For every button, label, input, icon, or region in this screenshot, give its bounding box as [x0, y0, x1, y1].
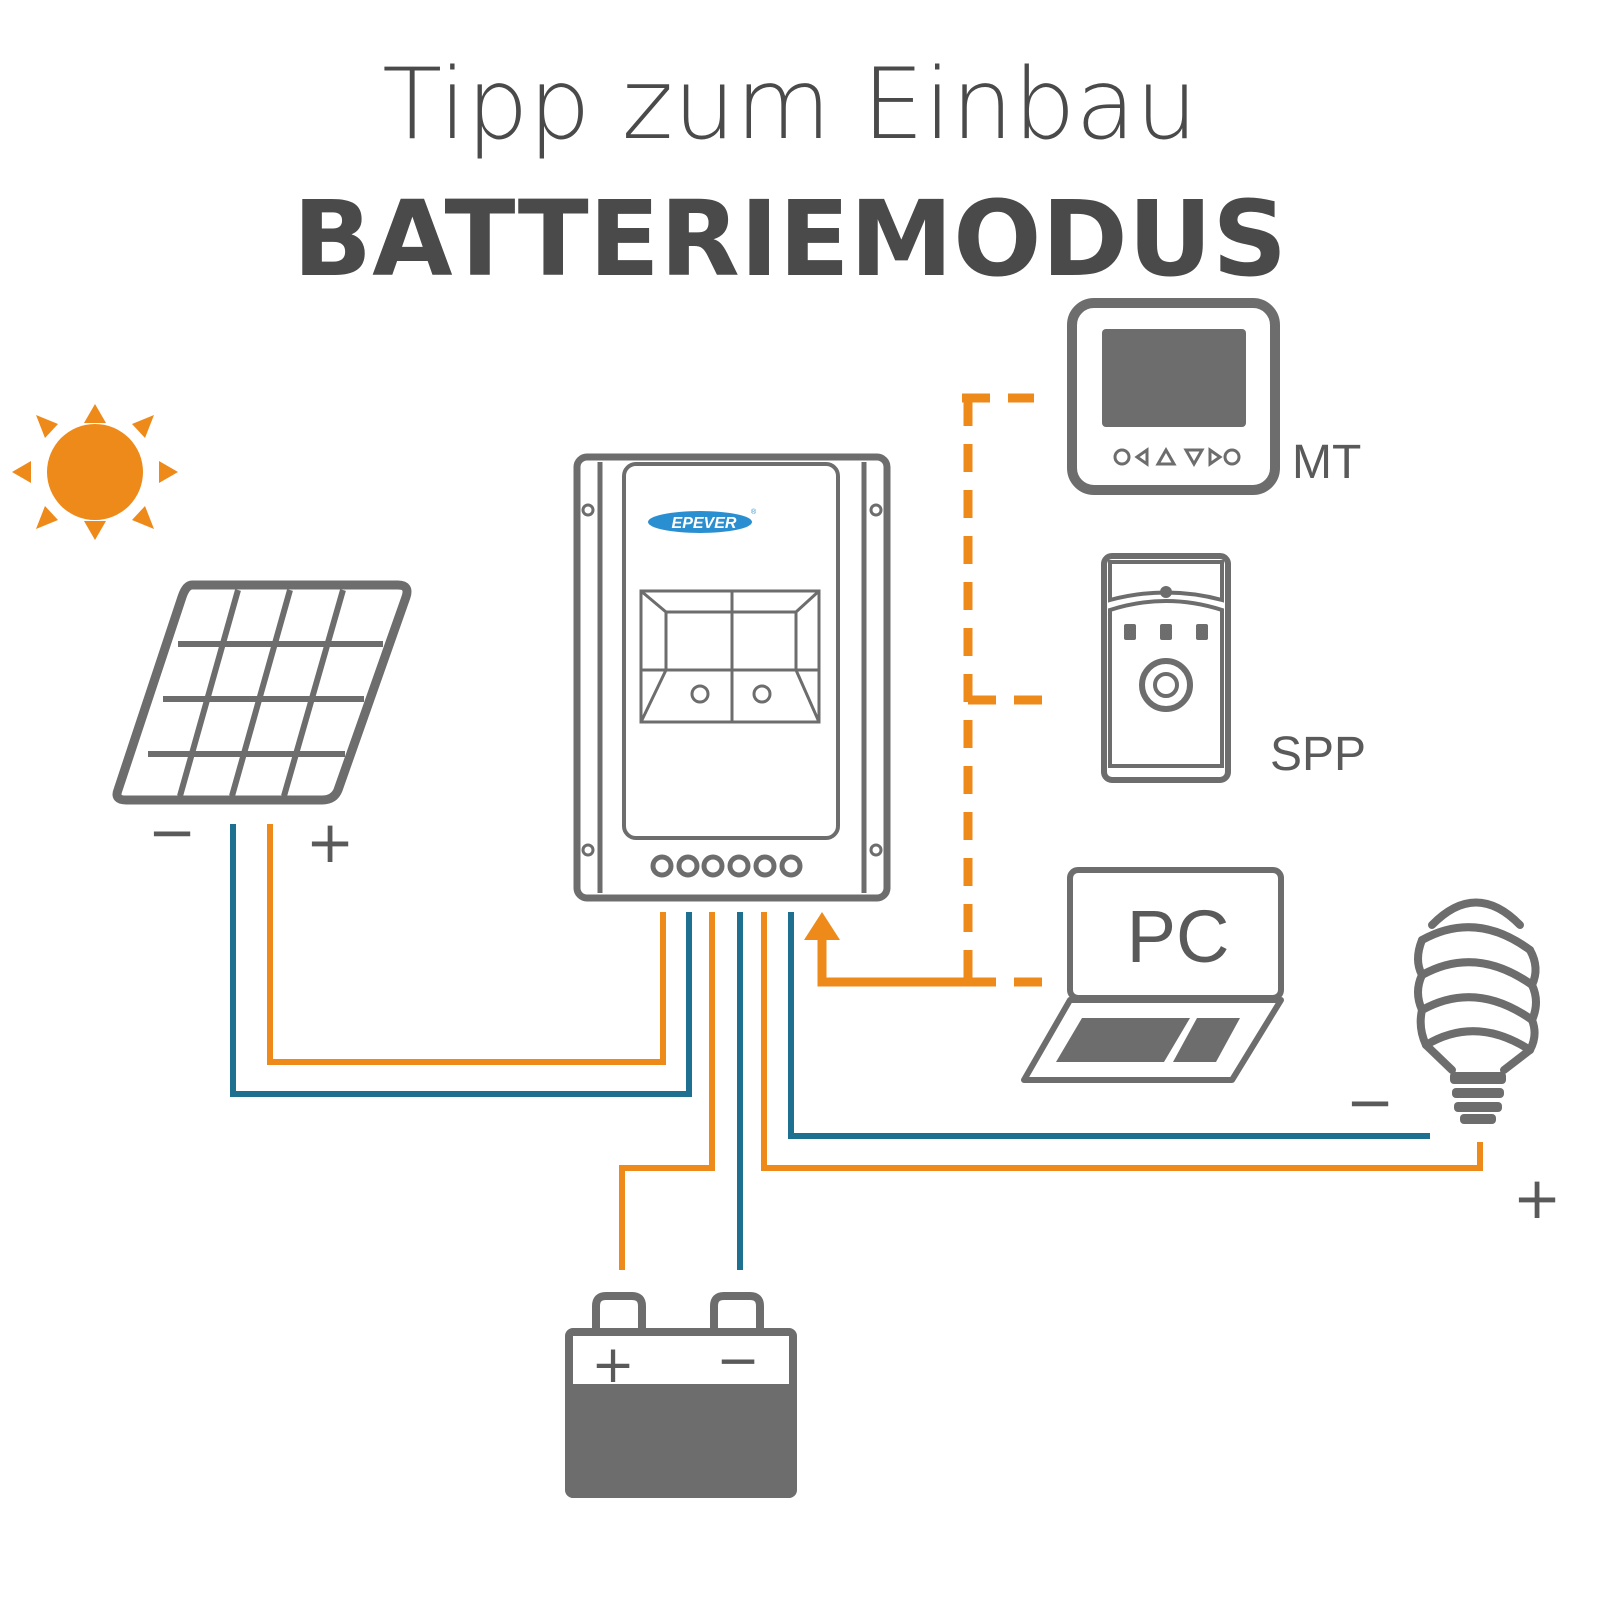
light-bulb-icon: [1414, 898, 1540, 1074]
battery-plus-sign: +: [591, 1335, 635, 1395]
solar-minus-wire: [230, 824, 692, 1097]
pc-label: PC: [1127, 895, 1230, 978]
solar-plus-sign: +: [306, 808, 355, 876]
meter-display-icon: [1067, 298, 1280, 495]
solar-plus-wire: [267, 824, 666, 1065]
solar-panel-icon: [112, 580, 412, 805]
spp-label: SPP: [1270, 728, 1366, 781]
battery-icon: [565, 1292, 797, 1498]
page-title: Tipp zum Einbau: [382, 48, 1197, 162]
load-minus-sign: −: [1346, 1068, 1395, 1136]
bulb-base: [1450, 1072, 1506, 1124]
sun-icon: [12, 404, 178, 540]
load-plus-wire: [761, 912, 1483, 1171]
comm-bus: [962, 393, 1060, 987]
charge-controller-icon: EPEVER ®: [573, 453, 891, 902]
page-subtitle: BATTERIEMODUS: [293, 178, 1287, 300]
battery-plus-wire: [619, 912, 715, 1270]
mt-label: MT: [1292, 436, 1361, 489]
battery-minus-sign: −: [716, 1331, 760, 1391]
laptop-icon: [1021, 867, 1284, 1083]
load-minus-wire: [788, 912, 1430, 1139]
comm-arrow-icon: [804, 912, 840, 940]
controller-brand: EPEVER: [672, 515, 737, 532]
registered-mark: ®: [751, 508, 757, 516]
power-supply-icon: [1101, 553, 1231, 783]
load-plus-sign: +: [1513, 1164, 1562, 1232]
solar-minus-sign: −: [148, 798, 197, 866]
comm-wire: [817, 938, 968, 987]
